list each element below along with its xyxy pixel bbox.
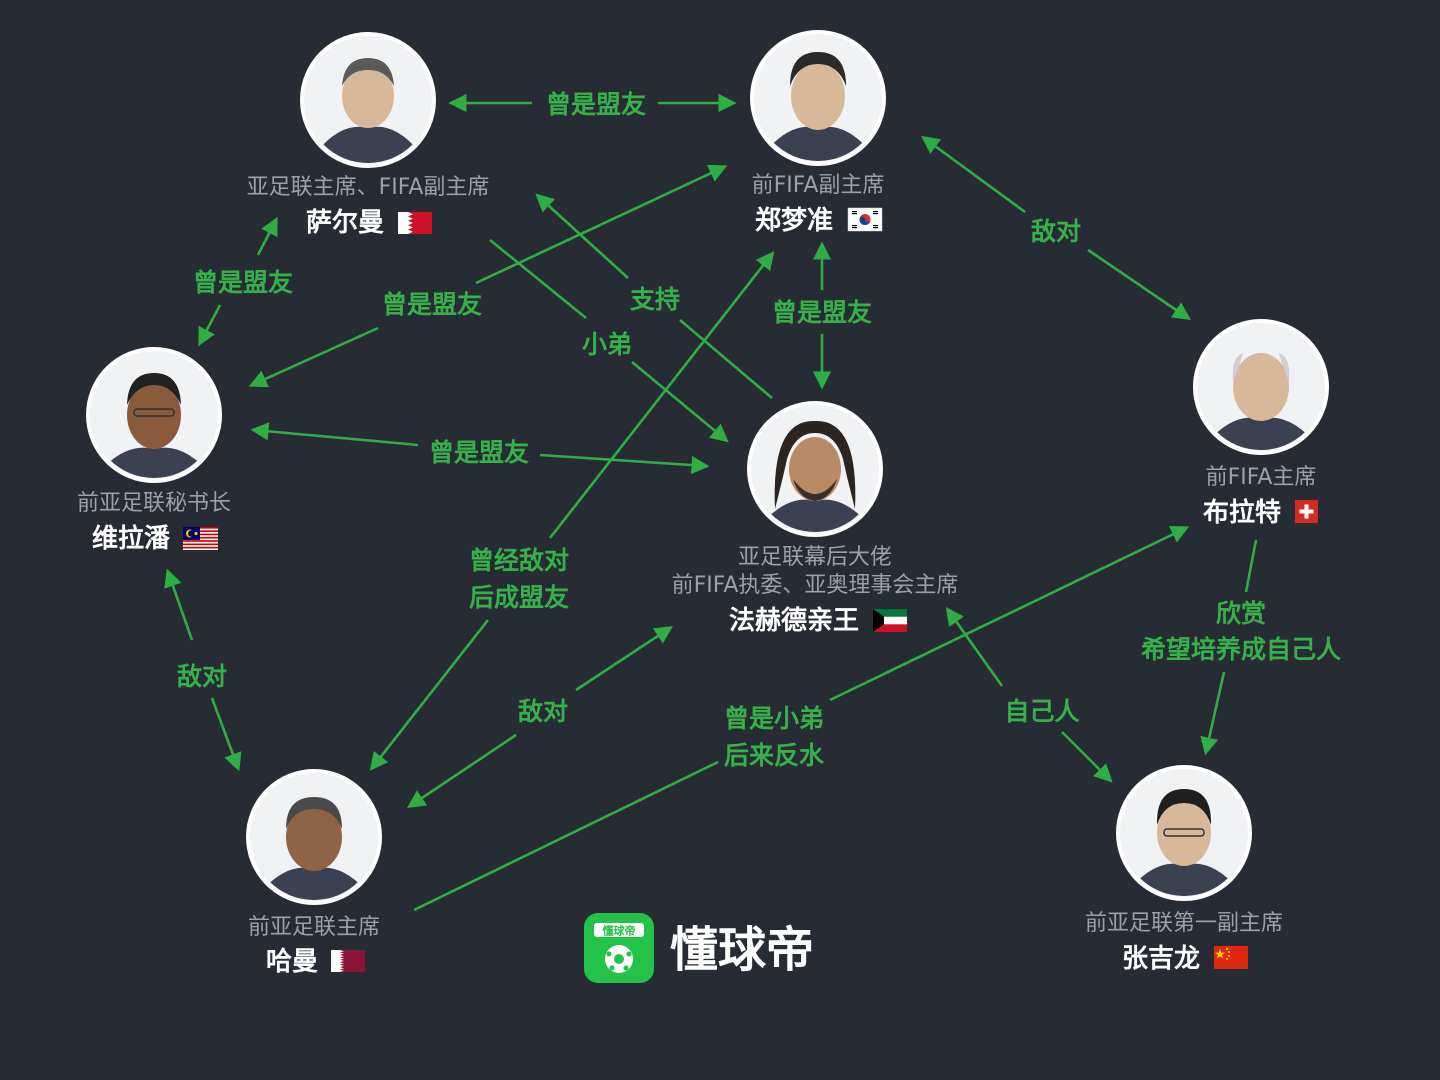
edge-label-blatter-zhang-1: 欣赏 — [1216, 599, 1266, 628]
node-salman[interactable] — [300, 32, 436, 168]
edge-salman-ahmad-2 — [631, 360, 729, 443]
edge-label-chung-blatter: 敌对 — [1031, 217, 1081, 246]
node-zhang[interactable] — [1116, 765, 1252, 901]
edge-label-ahmad-zhang: 自己人 — [1004, 697, 1079, 726]
flag-malaysia-icon — [183, 527, 218, 550]
edge-ahmad-zhang — [945, 607, 1004, 687]
edge-chung-velappan — [475, 164, 728, 285]
edge-chung-blatter-2 — [1087, 248, 1192, 321]
edge-hammam-ahmad — [575, 625, 674, 692]
edge-salman-velappan-2 — [198, 304, 222, 347]
role-salman: 亚足联主席、FIFA副主席 — [247, 175, 490, 200]
edge-label-salman-ahmad: 小弟 — [582, 330, 632, 359]
edge-label-velappan-hammam: 敌对 — [177, 662, 227, 691]
name-hammam: 哈曼 — [266, 947, 318, 977]
brand-logo: 懂球帝 — [584, 913, 654, 983]
edge-label-chung-velappan: 曾是盟友 — [382, 290, 482, 319]
flag-korea-icon — [847, 207, 883, 232]
role-blatter: 前FIFA主席 — [1206, 465, 1317, 490]
node-chung[interactable] — [750, 30, 886, 166]
edge-salman-ahmad — [489, 238, 587, 320]
flag-qatar-icon — [331, 950, 365, 972]
edge-label-velappan-ahmad: 曾是盟友 — [429, 438, 529, 467]
name-ahmad: 法赫德亲王 — [729, 606, 859, 636]
edge-label-hammam-blatter-1: 曾是小弟 — [724, 704, 824, 733]
name-blatter: 布拉特 — [1203, 497, 1281, 528]
name-velappan: 维拉潘 — [92, 523, 171, 554]
portrait-zhang — [1124, 789, 1244, 896]
edge-label-blatter-zhang-2: 希望培养成自己人 — [1141, 635, 1341, 664]
node-hammam[interactable] — [246, 769, 382, 905]
portrait-velappan — [94, 373, 214, 478]
portrait-ahmad — [755, 420, 875, 532]
role-ahmad-2: 前FIFA执委、亚奥理事会主席 — [672, 573, 959, 598]
edge-label-hammam-ahmad: 敌对 — [518, 697, 568, 726]
edge-hammam-blatter-2 — [413, 760, 719, 912]
name-zhang: 张吉龙 — [1122, 944, 1200, 974]
name-chung: 郑梦准 — [755, 206, 833, 236]
node-blatter[interactable] — [1193, 319, 1329, 455]
role-ahmad-1: 亚足联幕后大佬 — [738, 545, 892, 570]
role-hammam: 前亚足联主席 — [248, 915, 380, 940]
portrait-hammam — [254, 797, 374, 900]
edge-blatter-zhang — [1244, 539, 1258, 593]
edge-label-salman-velappan: 曾是盟友 — [193, 268, 293, 297]
edge-label-ahmad-salman: 支持 — [630, 285, 680, 314]
node-ahmad[interactable] — [747, 401, 883, 537]
logo-wordmark: 懂球帝 — [670, 922, 814, 978]
edge-ahmad-salman-2 — [679, 319, 773, 399]
edge-label-chung-ahmad: 曾是盟友 — [772, 298, 872, 327]
portrait-blatter — [1201, 353, 1321, 450]
edge-ahmad-zhang-2 — [1061, 731, 1113, 783]
edge-hammam-blatter — [829, 526, 1190, 702]
edge-label-hammam-blatter-2: 后来反水 — [724, 741, 825, 770]
portrait-salman — [308, 58, 428, 163]
flag-bahrain-icon — [398, 212, 432, 234]
edge-salman-velappan — [256, 216, 278, 256]
role-zhang: 前亚足联第一副主席 — [1085, 911, 1283, 936]
edge-label-salman-chung: 曾是盟友 — [546, 90, 646, 119]
edge-velappan-ahmad-2 — [539, 453, 710, 475]
flag-china-icon — [1214, 946, 1248, 969]
logo-badge-text: 懂球帝 — [603, 924, 636, 938]
edge-blatter-zhang-2 — [1200, 671, 1226, 756]
node-velappan[interactable] — [86, 347, 222, 483]
flag-switzerland-icon — [1295, 500, 1318, 523]
edge-ahmad-salman — [535, 193, 629, 279]
edge-chung-velappan-2 — [248, 326, 379, 388]
edge-velappan-hammam-2 — [210, 697, 242, 772]
edge-velappan-ahmad — [250, 422, 419, 447]
edge-chung-hammam-2 — [369, 619, 490, 771]
edge-label-chung-hammam-2: 后成盟友 — [469, 583, 569, 612]
role-velappan: 前亚足联秘书长 — [77, 491, 231, 516]
portrait-chung — [758, 52, 878, 161]
name-salman: 萨尔曼 — [306, 207, 384, 238]
role-chung: 前FIFA副主席 — [752, 173, 885, 198]
edge-chung-hammam — [548, 251, 775, 539]
flag-kuwait-icon — [873, 609, 907, 632]
edge-hammam-ahmad-2 — [406, 733, 517, 809]
edge-chung-blatter — [921, 135, 1026, 214]
edge-label-chung-hammam-1: 曾经敌对 — [469, 546, 569, 575]
edge-velappan-hammam — [164, 568, 194, 641]
